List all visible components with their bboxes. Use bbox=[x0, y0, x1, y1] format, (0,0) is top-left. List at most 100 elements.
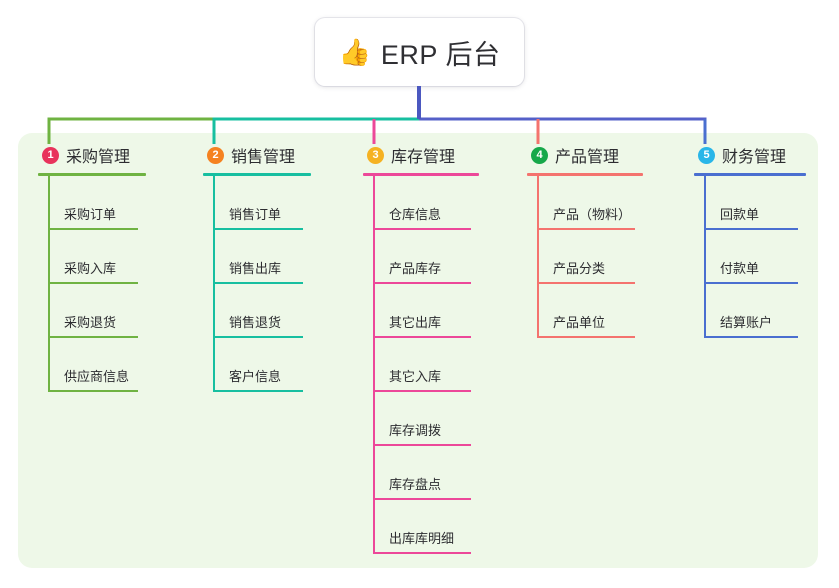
column-header-4[interactable]: 4 产品管理 bbox=[527, 142, 643, 168]
column-rule-2 bbox=[203, 173, 311, 176]
list-item-rule bbox=[704, 228, 798, 230]
list-item-rule bbox=[373, 444, 471, 446]
column-header-1[interactable]: 1 采购管理 bbox=[38, 142, 146, 168]
list-item-rule bbox=[704, 282, 798, 284]
column-title-1: 采购管理 bbox=[66, 149, 131, 166]
list-item-rule bbox=[48, 336, 138, 338]
diagram-panel bbox=[18, 133, 818, 568]
list-item-label: 产品分类 bbox=[553, 261, 606, 276]
list-item-rule bbox=[373, 390, 471, 392]
list-item[interactable]: 供应商信息 bbox=[48, 338, 146, 392]
column-title-3: 库存管理 bbox=[391, 149, 456, 166]
column-badge-3: 3 bbox=[367, 146, 384, 164]
list-item-rule bbox=[48, 228, 138, 230]
list-item[interactable]: 产品分类 bbox=[537, 230, 643, 284]
root-title: ERP 后台 bbox=[380, 39, 501, 70]
list-item-label: 结算账户 bbox=[720, 315, 773, 330]
list-item[interactable]: 库存调拨 bbox=[373, 392, 479, 446]
column-badge-4: 4 bbox=[531, 146, 548, 164]
list-item-label: 销售退货 bbox=[229, 315, 282, 330]
column-spine-3 bbox=[373, 176, 375, 554]
list-item-label: 采购订单 bbox=[64, 207, 117, 222]
list-item-label: 出库库明细 bbox=[389, 531, 455, 546]
list-item[interactable]: 回款单 bbox=[704, 176, 806, 230]
column-badge-5: 5 bbox=[698, 146, 715, 164]
list-item-rule bbox=[373, 282, 471, 284]
list-item[interactable]: 采购退货 bbox=[48, 284, 146, 338]
list-item[interactable]: 销售订单 bbox=[213, 176, 311, 230]
list-item-label: 产品（物料） bbox=[553, 207, 632, 222]
list-item-label: 库存调拨 bbox=[389, 423, 442, 438]
list-item-rule bbox=[537, 336, 635, 338]
list-item[interactable]: 结算账户 bbox=[704, 284, 806, 338]
column-items-2: 销售订单销售出库销售退货客户信息 bbox=[203, 176, 311, 392]
root-node[interactable]: 👍 ERP 后台 bbox=[315, 18, 524, 86]
column-5: 5 财务管理回款单付款单结算账户 bbox=[694, 142, 806, 338]
list-item-label: 采购入库 bbox=[64, 261, 117, 276]
column-items-4: 产品（物料） 产品分类产品单位 bbox=[527, 176, 643, 338]
list-item-label: 其它出库 bbox=[389, 315, 442, 330]
column-items-1: 采购订单采购入库采购退货供应商信息 bbox=[38, 176, 146, 392]
list-item[interactable]: 销售退货 bbox=[213, 284, 311, 338]
list-item-label: 库存盘点 bbox=[389, 477, 442, 492]
thumbs-up-icon: 👍 bbox=[338, 37, 371, 67]
column-rule-4 bbox=[527, 173, 643, 176]
list-item-label: 产品库存 bbox=[389, 261, 442, 276]
column-header-3[interactable]: 3 库存管理 bbox=[363, 142, 479, 168]
column-spine-1 bbox=[48, 176, 50, 392]
list-item-rule bbox=[48, 390, 138, 392]
list-item[interactable]: 其它入库 bbox=[373, 338, 479, 392]
column-title-2: 销售管理 bbox=[231, 149, 296, 166]
list-item[interactable]: 仓库信息 bbox=[373, 176, 479, 230]
column-items-3: 仓库信息产品库存其它出库其它入库库存调拨库存盘点出库库明细 bbox=[363, 176, 479, 554]
list-item[interactable]: 付款单 bbox=[704, 230, 806, 284]
list-item-rule bbox=[704, 336, 798, 338]
list-item-label: 销售订单 bbox=[229, 207, 282, 222]
list-item[interactable]: 销售出库 bbox=[213, 230, 311, 284]
list-item-label: 供应商信息 bbox=[64, 369, 130, 384]
list-item-label: 产品单位 bbox=[553, 315, 606, 330]
column-rule-3 bbox=[363, 173, 479, 176]
column-badge-1: 1 bbox=[42, 146, 59, 164]
column-header-5[interactable]: 5 财务管理 bbox=[694, 142, 806, 168]
list-item[interactable]: 出库库明细 bbox=[373, 500, 479, 554]
list-item-label: 其它入库 bbox=[389, 369, 442, 384]
column-badge-2: 2 bbox=[207, 146, 224, 164]
list-item-rule bbox=[537, 228, 635, 230]
column-header-2[interactable]: 2 销售管理 bbox=[203, 142, 311, 168]
list-item-label: 付款单 bbox=[720, 261, 760, 276]
list-item-label: 采购退货 bbox=[64, 315, 117, 330]
column-2: 2 销售管理销售订单销售出库销售退货客户信息 bbox=[203, 142, 311, 392]
list-item-rule bbox=[48, 282, 138, 284]
list-item-label: 销售出库 bbox=[229, 261, 282, 276]
list-item-rule bbox=[537, 282, 635, 284]
list-item[interactable]: 其它出库 bbox=[373, 284, 479, 338]
list-item-label: 回款单 bbox=[720, 207, 760, 222]
column-rule-1 bbox=[38, 173, 146, 176]
list-item-rule bbox=[213, 228, 303, 230]
list-item[interactable]: 产品单位 bbox=[537, 284, 643, 338]
list-item-rule bbox=[213, 390, 303, 392]
list-item-label: 客户信息 bbox=[229, 369, 282, 384]
list-item-rule bbox=[373, 336, 471, 338]
column-spine-2 bbox=[213, 176, 215, 392]
list-item[interactable]: 产品库存 bbox=[373, 230, 479, 284]
column-title-5: 财务管理 bbox=[722, 149, 787, 166]
column-1: 1 采购管理采购订单采购入库采购退货供应商信息 bbox=[38, 142, 146, 392]
list-item[interactable]: 采购入库 bbox=[48, 230, 146, 284]
column-rule-5 bbox=[694, 173, 806, 176]
list-item-rule bbox=[373, 498, 471, 500]
list-item-rule bbox=[213, 282, 303, 284]
column-spine-4 bbox=[537, 176, 539, 338]
list-item-rule bbox=[213, 336, 303, 338]
column-title-4: 产品管理 bbox=[555, 149, 620, 166]
list-item[interactable]: 产品（物料） bbox=[537, 176, 643, 230]
list-item[interactable]: 客户信息 bbox=[213, 338, 311, 392]
list-item[interactable]: 库存盘点 bbox=[373, 446, 479, 500]
column-spine-5 bbox=[704, 176, 706, 338]
column-3: 3 库存管理仓库信息产品库存其它出库其它入库库存调拨库存盘点出库库明细 bbox=[363, 142, 479, 554]
list-item[interactable]: 采购订单 bbox=[48, 176, 146, 230]
list-item-rule bbox=[373, 552, 471, 554]
list-item-rule bbox=[373, 228, 471, 230]
